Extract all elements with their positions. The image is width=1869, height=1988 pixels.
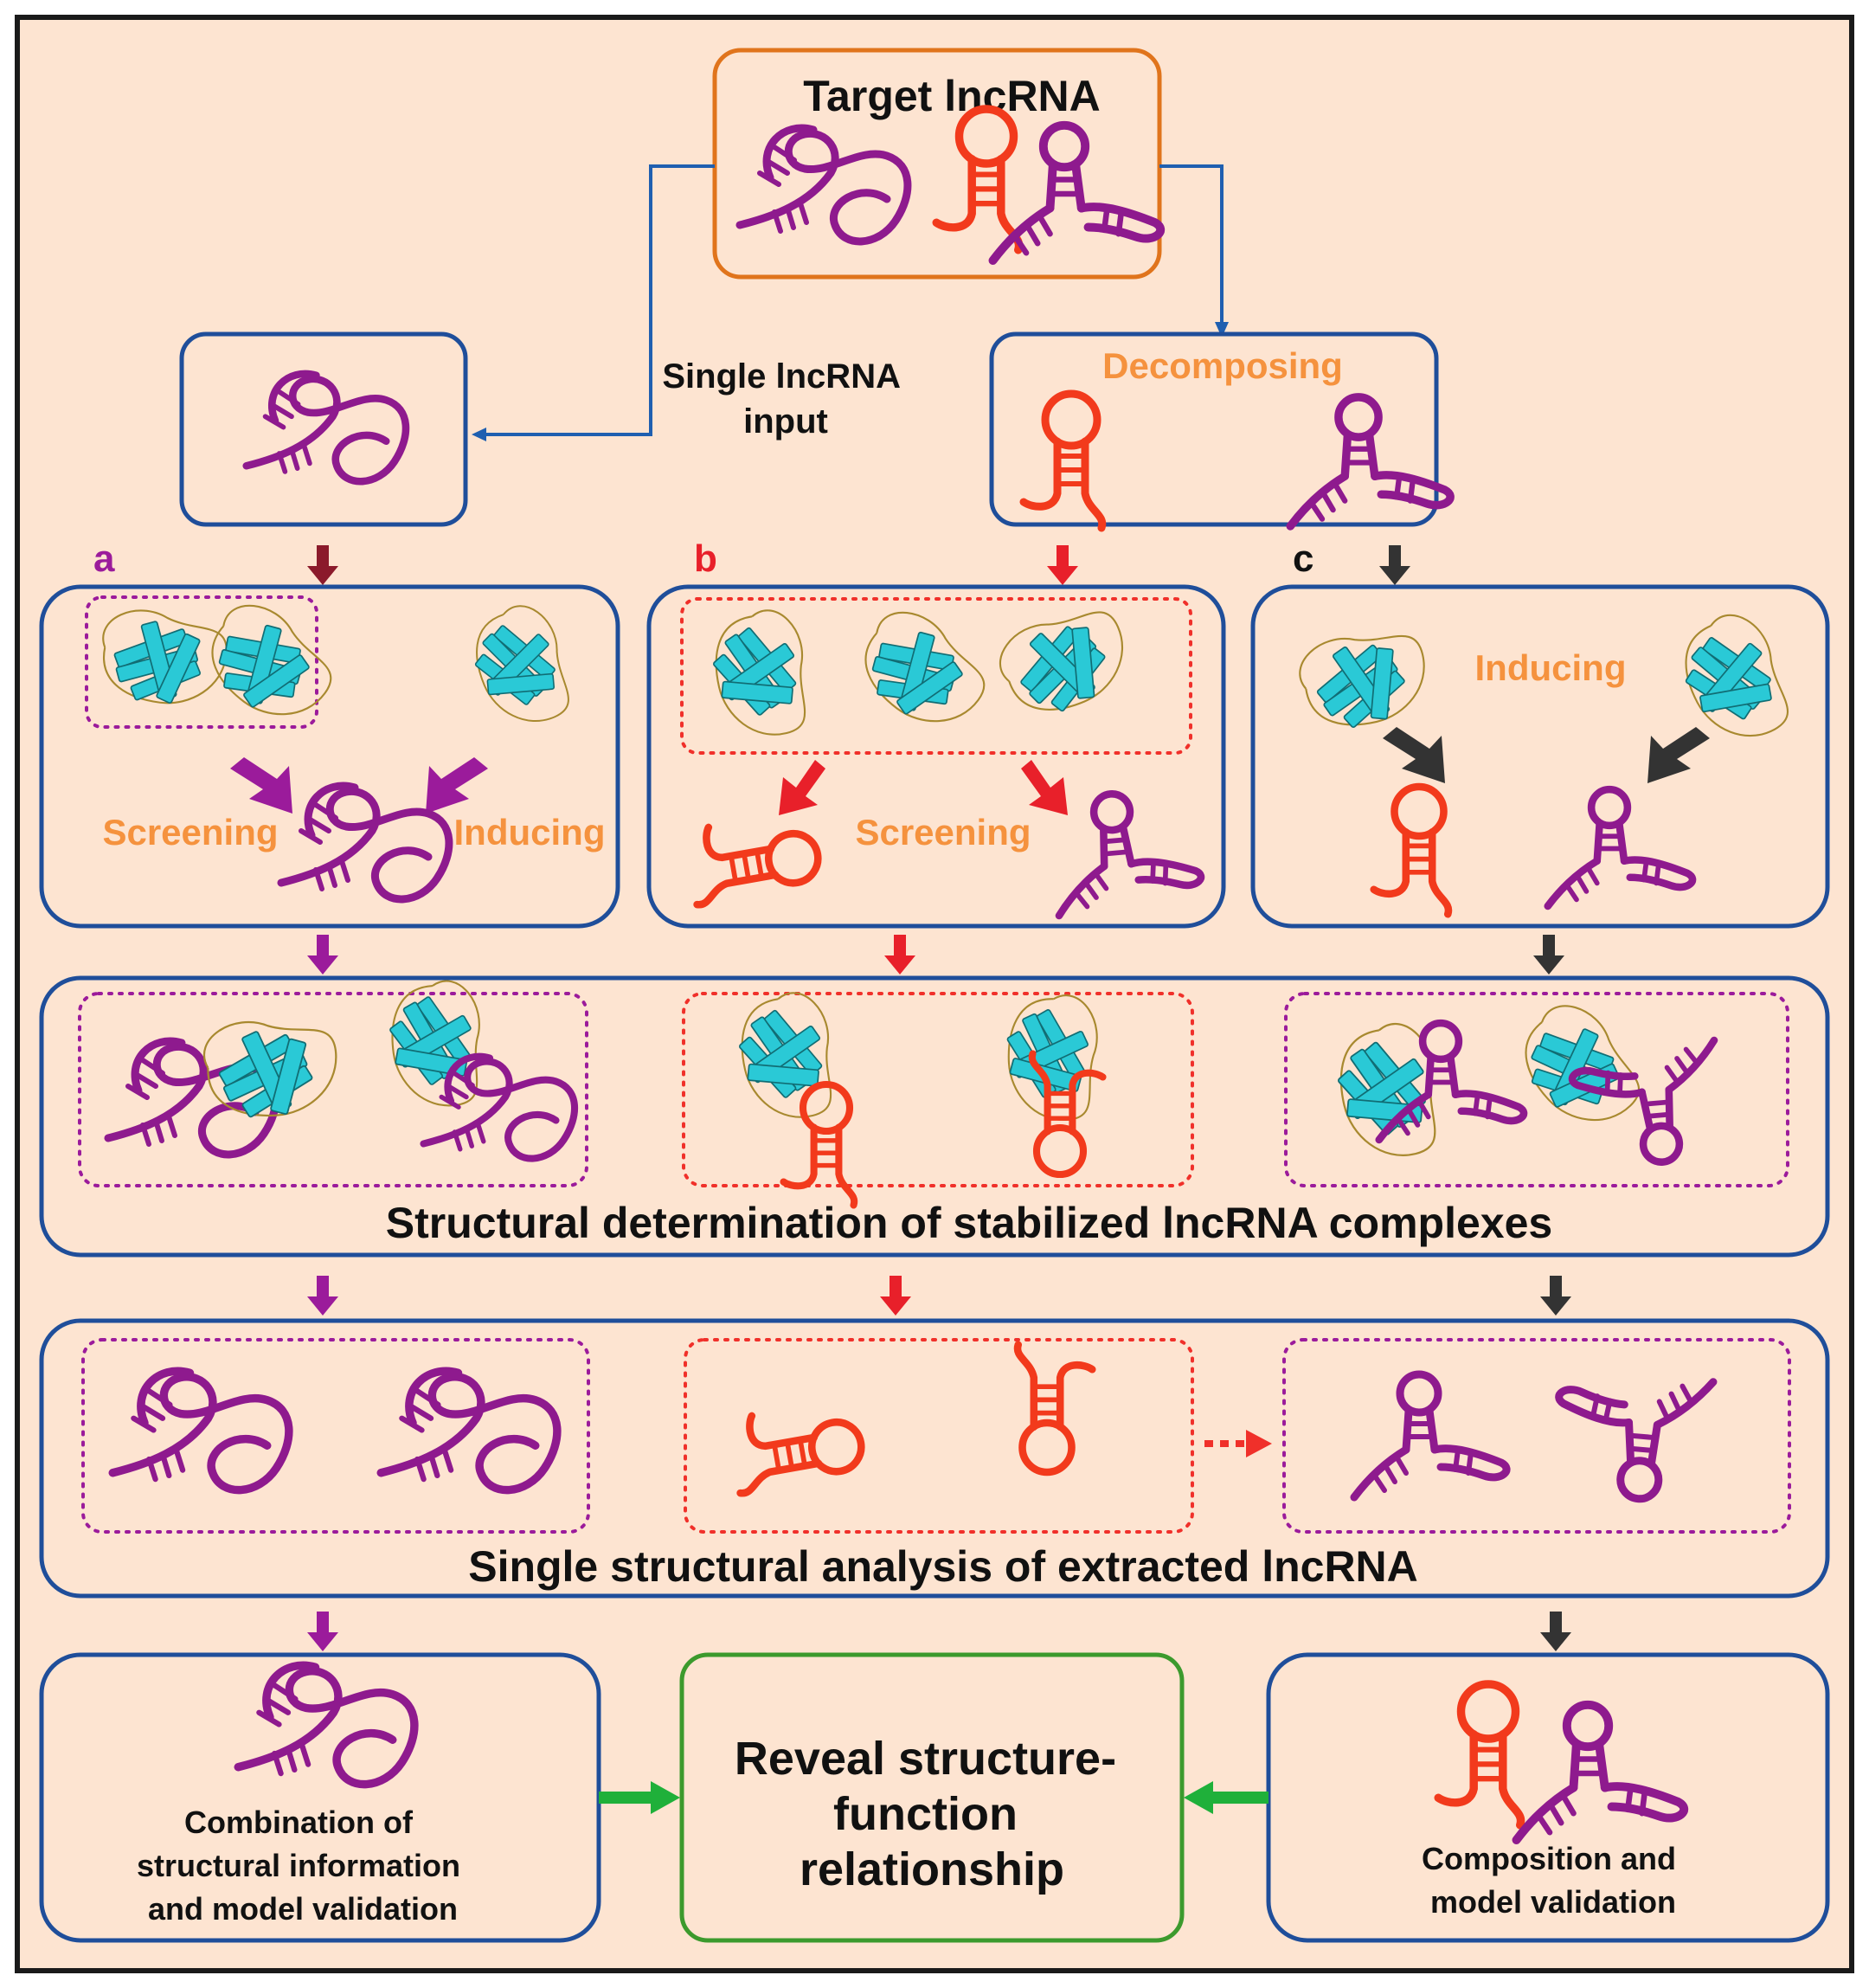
green-arrow-left-head	[651, 1781, 680, 1814]
decomposing-box	[989, 331, 1439, 527]
panel-c-label: c	[1293, 537, 1313, 580]
reveal-label: Reveal structure- function relationship	[735, 1733, 1129, 1895]
green-arrow-left-shaft	[599, 1792, 652, 1804]
connector-left	[485, 164, 715, 436]
panel-c-arrow-left	[1383, 727, 1445, 783]
connector-left-head	[472, 428, 486, 441]
panel-a-arrow-right	[426, 757, 488, 814]
decomposing-label: Decomposing	[1102, 345, 1343, 386]
analysis-b-dotted	[684, 1338, 1194, 1534]
analysis-box	[39, 1318, 1830, 1599]
target-title: Target lncRNA	[803, 72, 1101, 120]
target-box	[712, 48, 1162, 280]
panel-c-box	[1250, 584, 1830, 929]
panel-b-screening: Screening	[855, 812, 1031, 852]
panel-b-label: b	[694, 537, 717, 580]
panel-a-screening: Screening	[102, 812, 278, 852]
analysis-c-dotted	[1282, 1338, 1791, 1534]
connector-right-head	[1215, 322, 1229, 338]
complexes-a-dotted	[78, 992, 588, 1187]
single-input-label: Single lncRNA input	[662, 357, 909, 441]
panel-b-arrow-left	[779, 760, 825, 815]
panel-a-inducing: Inducing	[454, 812, 606, 852]
combination-label: Combination of structural information an…	[137, 1805, 469, 1927]
reveal-box	[679, 1652, 1185, 1943]
panel-a-dotted	[85, 595, 318, 729]
panel-a-label: a	[93, 537, 115, 580]
panel-a-arrow-left	[230, 757, 292, 814]
composition-label: Composition and model validation	[1422, 1841, 1685, 1920]
structural-determination-label: Structural determination of stabilized l…	[386, 1199, 1552, 1247]
green-arrow-right-head	[1184, 1781, 1213, 1814]
analysis-a-dotted	[81, 1338, 590, 1534]
panel-b-arrow-right	[1021, 760, 1068, 815]
panel-c-inducing: Inducing	[1475, 647, 1627, 688]
green-arrow-right-shaft	[1211, 1792, 1268, 1804]
panel-c-arrow-right	[1647, 727, 1710, 783]
analysis-dashed-arrow-head	[1246, 1430, 1272, 1457]
complexes-c-dotted	[1284, 992, 1789, 1187]
panel-b-dotted	[680, 597, 1192, 755]
single-analysis-label: Single structural analysis of extracted …	[468, 1542, 1418, 1591]
connector-right	[1159, 164, 1224, 325]
